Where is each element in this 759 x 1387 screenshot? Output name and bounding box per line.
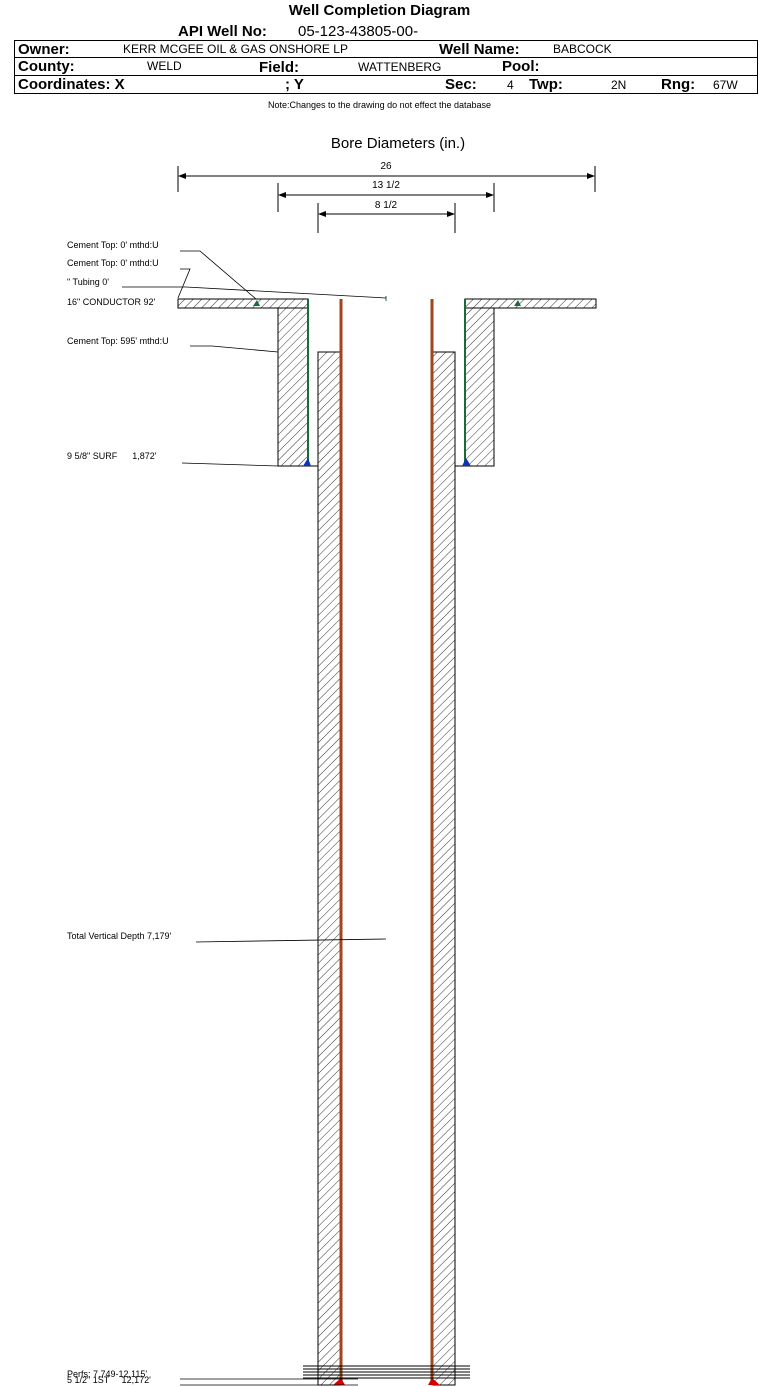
label-cement-top-595: Cement Top: 595' mthd:U — [67, 336, 169, 346]
label-total-vertical-depth: Total Vertical Depth 7,179' — [67, 931, 172, 941]
surface-casing — [303, 299, 471, 466]
field-value: WATTENBERG — [358, 60, 442, 74]
dimension-8-1-2: 8 1/2 — [317, 200, 456, 233]
county-label: County: — [18, 58, 75, 75]
rng-label: Rng: — [661, 76, 696, 93]
header-row-county: County: WELD Field: WATTENBERG Pool: — [14, 58, 758, 76]
conductor-shoe-right — [514, 300, 521, 306]
coordinates-label: Coordinates: X — [18, 76, 125, 93]
label-cement-top-2: Cement Top: 0' mthd:U — [67, 258, 159, 268]
dimension-8-1-2-label: 8 1/2 — [375, 200, 398, 211]
dimension-26: 26 — [177, 161, 596, 192]
twp-label: Twp: — [529, 76, 563, 93]
dimension-13-1-2-label: 13 1/2 — [372, 180, 400, 191]
sec-label: Sec: — [445, 76, 477, 93]
field-label: Field: — [259, 59, 299, 76]
leader-lines — [122, 250, 387, 1386]
label-conductor: 16" CONDUCTOR 92' — [67, 297, 156, 307]
conductor-shoe-left — [253, 300, 260, 306]
conductor-cement — [177, 298, 597, 309]
surface-shoe-left — [303, 458, 311, 466]
well-name-label: Well Name: — [439, 41, 520, 58]
production-casing — [333, 299, 440, 1385]
header-row-coords: Coordinates: X ; Y Sec: 4 Twp: 2N Rng: 6… — [14, 76, 758, 94]
production-cement — [308, 351, 465, 1386]
county-value: WELD — [147, 59, 182, 73]
owner-label: Owner: — [18, 41, 70, 58]
bore-diameters-title: Bore Diameters (in.) — [331, 135, 465, 152]
owner-value: KERR MCGEE OIL & GAS ONSHORE LP — [123, 42, 348, 56]
database-note: Note:Changes to the drawing do not effec… — [268, 100, 491, 110]
label-surface-casing: 9 5/8" SURF 1,872' — [67, 451, 157, 461]
diagram-title: Well Completion Diagram — [288, 2, 471, 19]
label-production-casing: 5 1/2" 1ST 12,172' — [67, 1375, 151, 1385]
surface-shoe-right — [462, 458, 471, 466]
production-shoe-right — [428, 1378, 440, 1385]
dimension-26-label: 26 — [380, 161, 392, 172]
dimension-13-1-2: 13 1/2 — [277, 180, 495, 212]
api-label: API Well No: — [178, 23, 267, 40]
label-perfs: Perfs: 7,749-12,115' — [67, 1369, 147, 1379]
y-label: ; Y — [285, 76, 304, 93]
sec-value: 4 — [507, 78, 514, 92]
pool-label: Pool: — [502, 58, 540, 75]
twp-value: 2N — [611, 78, 627, 92]
perforations — [303, 1365, 470, 1379]
well-name-value: BABCOCK — [553, 42, 612, 56]
label-cement-top-1: Cement Top: 0' mthd:U — [67, 240, 159, 250]
api-value: 05-123-43805-00- — [298, 23, 419, 40]
label-tubing: " Tubing 0' — [67, 277, 109, 287]
header-row-owner: Owner: KERR MCGEE OIL & GAS ONSHORE LP W… — [14, 40, 758, 58]
production-shoe-left — [333, 1378, 345, 1385]
surface-cement — [277, 307, 495, 467]
rng-value: 67W — [713, 78, 738, 92]
